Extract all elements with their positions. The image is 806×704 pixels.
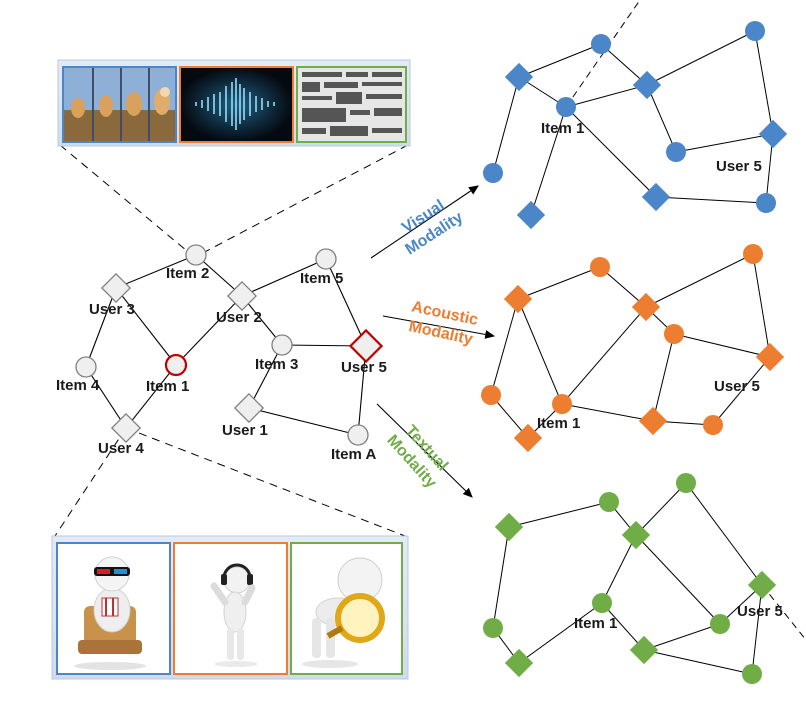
video-thumbnail: [62, 66, 177, 143]
acoustic-modality-label: Acoustic Modality: [407, 298, 480, 348]
user-3-node: [100, 272, 132, 304]
acoustic-item-1-label: Item 1: [537, 415, 580, 432]
visual-user-node: [516, 200, 546, 230]
visual-item-node: [483, 163, 503, 183]
center-graph: Item 2 Item 5 User 3 User 2 Item 3 User …: [56, 244, 387, 463]
audio-waveform: [179, 66, 294, 143]
textual-modality-label: Textual Modality: [383, 422, 451, 491]
textual-item-1-label: Item 1: [574, 615, 617, 632]
waveform-icon: [195, 78, 275, 130]
label-item-1: Item 1: [146, 378, 189, 395]
acoustic-item-node: [481, 385, 501, 405]
visual-graph-nodes: [483, 21, 788, 230]
textual-user-5-label: User 5: [737, 603, 783, 620]
visual-graph-edges: [492, 30, 774, 216]
center-graph-labels: Item 2 Item 5 User 3 User 2 Item 3 User …: [56, 265, 387, 463]
visual-user-node: [641, 182, 671, 212]
acoustic-graph-nodes: [481, 244, 785, 453]
textual-graph: Item 1 User 5: [483, 473, 806, 684]
item-4-node: [75, 356, 97, 378]
acoustic-item-node: [590, 257, 610, 277]
label-item-5: Item 5: [300, 270, 343, 287]
textual-user-node: [494, 512, 524, 542]
textual-user-node: [504, 648, 534, 678]
label-user-1: User 1: [222, 422, 268, 439]
acoustic-user-5-label: User 5: [714, 378, 760, 395]
textual-item-1-node: [592, 593, 612, 613]
textual-item-node: [742, 664, 762, 684]
visual-item-node: [666, 142, 686, 162]
media-panel: [57, 59, 411, 147]
item-1-node-highlighted: [164, 353, 188, 377]
item-a-node: [347, 424, 369, 446]
item-5-node: [315, 248, 337, 270]
acoustic-item-node: [703, 415, 723, 435]
modality-arrows: [370, 185, 496, 498]
user-watching-movie-image: [56, 542, 171, 675]
acoustic-item-node: [743, 244, 763, 264]
user-listening-image: [173, 542, 288, 675]
label-item-3: Item 3: [255, 356, 298, 373]
textual-graph-nodes: [483, 473, 777, 684]
textual-user-node: [621, 520, 651, 550]
word-cloud-image: [296, 66, 407, 143]
item-3-node: [271, 334, 293, 356]
visual-user-node: [632, 70, 662, 100]
visual-item-1-label: Item 1: [541, 120, 584, 137]
center-graph-nodes: [75, 244, 384, 446]
textual-item-node: [710, 614, 730, 634]
label-item-a: Item A: [331, 446, 376, 463]
label-user-5: User 5: [341, 359, 387, 376]
visual-user-5-label: User 5: [716, 158, 762, 175]
visual-user-5-node: [758, 119, 788, 149]
acoustic-user-5-node: [755, 342, 785, 372]
acoustic-user-node: [631, 292, 661, 322]
acoustic-user-node: [513, 423, 543, 453]
textual-item-node: [599, 492, 619, 512]
visual-user-node: [504, 62, 534, 92]
user-5-node-highlighted: [348, 328, 384, 364]
visual-item-node: [745, 21, 765, 41]
user-panel: [51, 535, 409, 680]
acoustic-item-1-node: [552, 394, 572, 414]
label-user-2: User 2: [216, 309, 262, 326]
acoustic-user-node: [638, 406, 668, 436]
visual-item-node: [591, 34, 611, 54]
textual-user-node: [629, 635, 659, 665]
visual-item-1-node: [556, 97, 576, 117]
visual-item-node: [756, 193, 776, 213]
textual-user-5-node: [747, 570, 777, 600]
textual-item-node: [483, 618, 503, 638]
user-4-node: [110, 412, 142, 444]
acoustic-graph-edges: [490, 253, 771, 439]
label-item-2: Item 2: [166, 265, 209, 282]
acoustic-graph: Item 1 User 5: [481, 244, 785, 453]
acoustic-user-node: [503, 284, 533, 314]
item-2-node: [185, 244, 207, 266]
textual-item-node: [676, 473, 696, 493]
user-1-node: [233, 392, 265, 424]
label-item-4: Item 4: [56, 377, 100, 394]
projection-lines: [54, 144, 409, 537]
user-2-node: [226, 280, 258, 312]
label-user-4: User 4: [98, 440, 145, 457]
textual-graph-edges: [492, 482, 763, 675]
user-magnifier-image: [290, 542, 403, 675]
label-user-3: User 3: [89, 301, 135, 318]
visual-graph: Item 1 User 5: [483, 0, 788, 230]
acoustic-item-node: [664, 324, 684, 344]
